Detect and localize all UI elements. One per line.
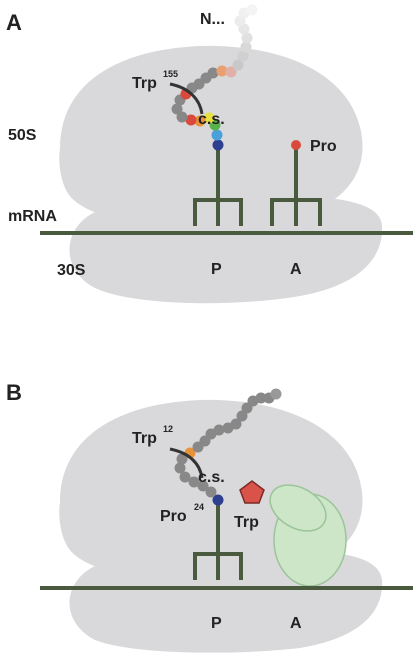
release-factor (269, 484, 347, 587)
trp-label-b: Trp (132, 430, 157, 447)
free-trp-pentagon (239, 480, 265, 504)
mrna-strand-b (40, 586, 413, 590)
a-site-label-a: A (290, 261, 302, 278)
p-site-label-a: P (211, 261, 222, 278)
constriction-site-label-b: c.s. (198, 469, 225, 486)
a-site-trna-a (270, 148, 322, 226)
pro-residue-dot-a (291, 140, 301, 150)
trp-superscript-b: 12 (163, 424, 173, 434)
large-subunit-label: 50S (8, 127, 37, 144)
panel-b: B (6, 380, 413, 653)
pro-label-a: Pro (310, 138, 337, 155)
trp-label-a: Trp (132, 75, 157, 92)
panel-a-letter: A (6, 10, 22, 35)
p-site-trna-b (193, 504, 243, 580)
constriction-site-label-a: c.s. (198, 111, 225, 128)
constriction-site-arc-a (169, 82, 204, 115)
free-trp-label: Trp (234, 514, 259, 531)
large-subunit-a (59, 45, 363, 229)
panel-a: A (6, 4, 413, 304)
nascent-chain-b (174, 388, 282, 506)
panel-b-letter: B (6, 380, 22, 405)
n-terminus-label: N... (200, 11, 225, 28)
pro-label-b: Pro (160, 508, 187, 525)
mrna-strand-a (40, 231, 413, 235)
a-site-label-b: A (290, 615, 302, 632)
pro-superscript-b: 24 (194, 502, 204, 512)
constriction-site-arc-b (169, 447, 204, 479)
p-site-trna-a (193, 150, 243, 226)
nascent-chain-a (171, 4, 258, 151)
small-subunit-label: 30S (57, 262, 86, 279)
mrna-label: mRNA (8, 208, 57, 225)
p-site-label-b: P (211, 615, 222, 632)
trp-superscript-a: 155 (163, 69, 178, 79)
